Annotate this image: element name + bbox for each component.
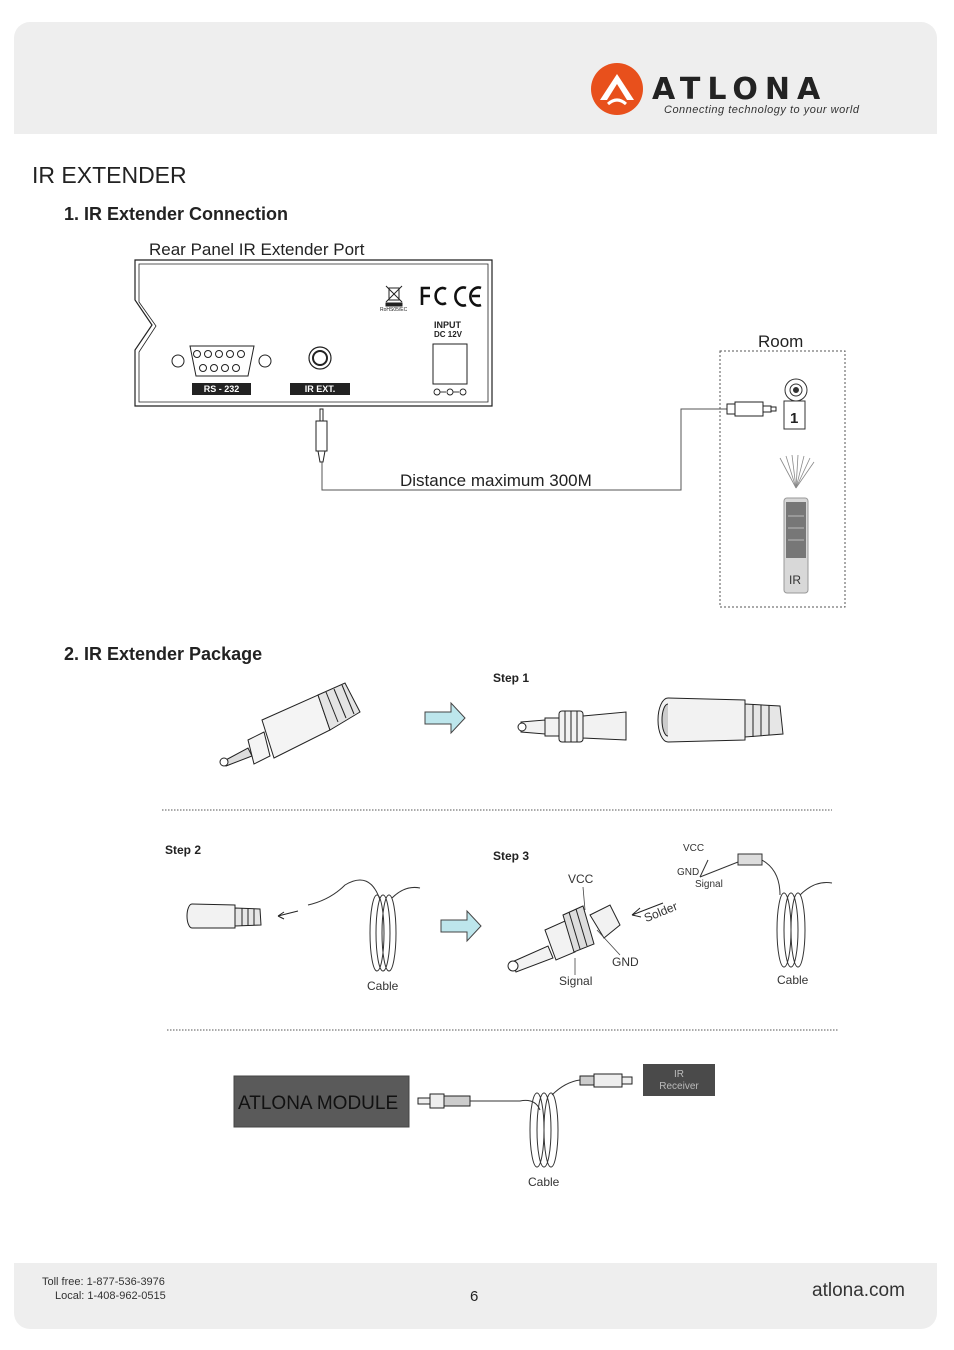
module-cable-label: Cable [528, 1175, 560, 1189]
arrow-right-icon-2 [440, 909, 482, 943]
distance-label: Distance maximum 300M [400, 471, 592, 490]
ir-plug-room [726, 401, 777, 417]
step3-right-signal-label: Signal [695, 879, 723, 890]
arrow-right-icon [424, 701, 466, 735]
recycle-bin-icon [385, 285, 403, 307]
module-label: ATLONA MODULE [238, 1093, 399, 1114]
step2-housing-icon [186, 903, 262, 929]
ir-ext-label: IR EXT. [304, 384, 336, 394]
cable-coil-icon [307, 879, 421, 972]
ir-cable-line [321, 408, 727, 491]
step1-label: Step 1 [493, 671, 530, 685]
step3-vcc-label: VCC [568, 872, 594, 886]
step3-cable-icon [699, 853, 833, 968]
footer-toll-free: Toll free: 1-877-536-3976 [42, 1276, 165, 1288]
step3-gnd-label: GND [612, 955, 639, 969]
fcc-ce-mark-icon [420, 286, 482, 307]
footer-local-phone: Local: 1-408-962-0515 [55, 1290, 166, 1302]
dc-input-jack [432, 343, 468, 385]
footer-website: atlona.com [812, 1280, 905, 1301]
ir-ext-jack [308, 346, 332, 370]
rohs-label: RoHS05/EC [380, 307, 408, 313]
module-cable-coil-icon [470, 1079, 581, 1168]
rs232-port [171, 345, 272, 377]
page-number: 6 [470, 1288, 479, 1305]
assembled-plug-icon [219, 682, 361, 767]
panel-title: Rear Panel IR Extender Port [149, 240, 365, 259]
module-plug-left [417, 1093, 471, 1109]
step3-right-vcc-label: VCC [683, 843, 705, 854]
step3-label: Step 3 [493, 849, 530, 863]
atlona-logo: ATLONA Connecting technology to your wor… [590, 62, 890, 118]
page-title: IR EXTENDER [32, 162, 187, 188]
arrow-left-icon [277, 910, 299, 920]
module-plug-right [579, 1073, 633, 1088]
footer-band [14, 1263, 937, 1329]
device-number: 1 [790, 410, 799, 427]
ir-receiver-box [643, 1064, 715, 1096]
atlona-module-box [233, 1075, 410, 1128]
room-label: Room [758, 332, 804, 351]
solder-plug-icon [507, 904, 621, 973]
leader-lines [574, 886, 621, 975]
atlona-logo-icon [591, 63, 643, 115]
step3-cable-label: Cable [777, 973, 809, 987]
step3-right-gnd-label: GND [677, 867, 700, 878]
room-box [719, 350, 846, 608]
dc-polarity-icon [433, 388, 467, 396]
ir-receiver-icon [783, 378, 808, 430]
rear-panel [134, 259, 493, 407]
step3-signal-label: Signal [559, 974, 593, 988]
plug-pin-icon [517, 710, 627, 743]
subsection-connection-title: 1. IR Extender Connection [64, 204, 289, 224]
ir-receiver-label-2: Receiver [659, 1081, 699, 1092]
step2-label: Step 2 [165, 843, 202, 857]
solder-arrow-icon [631, 902, 664, 918]
logo-tagline: Connecting technology to your world [664, 104, 860, 116]
ir-ext-label-bg [290, 383, 350, 395]
remote-label: IR [789, 573, 801, 587]
logo-wordmark: ATLONA [652, 72, 828, 107]
step2-cable-label: Cable [367, 979, 399, 993]
plug-housing-icon [657, 697, 784, 743]
input-label: INPUT [434, 320, 461, 330]
header-band [14, 22, 937, 134]
ir-plug-panel [315, 408, 328, 463]
ir-receiver-label-1: IR [674, 1069, 684, 1080]
rs232-label-bg [192, 383, 251, 395]
remote-control-icon [783, 497, 809, 594]
rs232-label: RS - 232 [203, 384, 240, 394]
input-voltage-label: DC 12V [434, 330, 463, 339]
subsection-package-title: 2. IR Extender Package [64, 644, 263, 664]
ir-beam-icon [779, 454, 815, 489]
